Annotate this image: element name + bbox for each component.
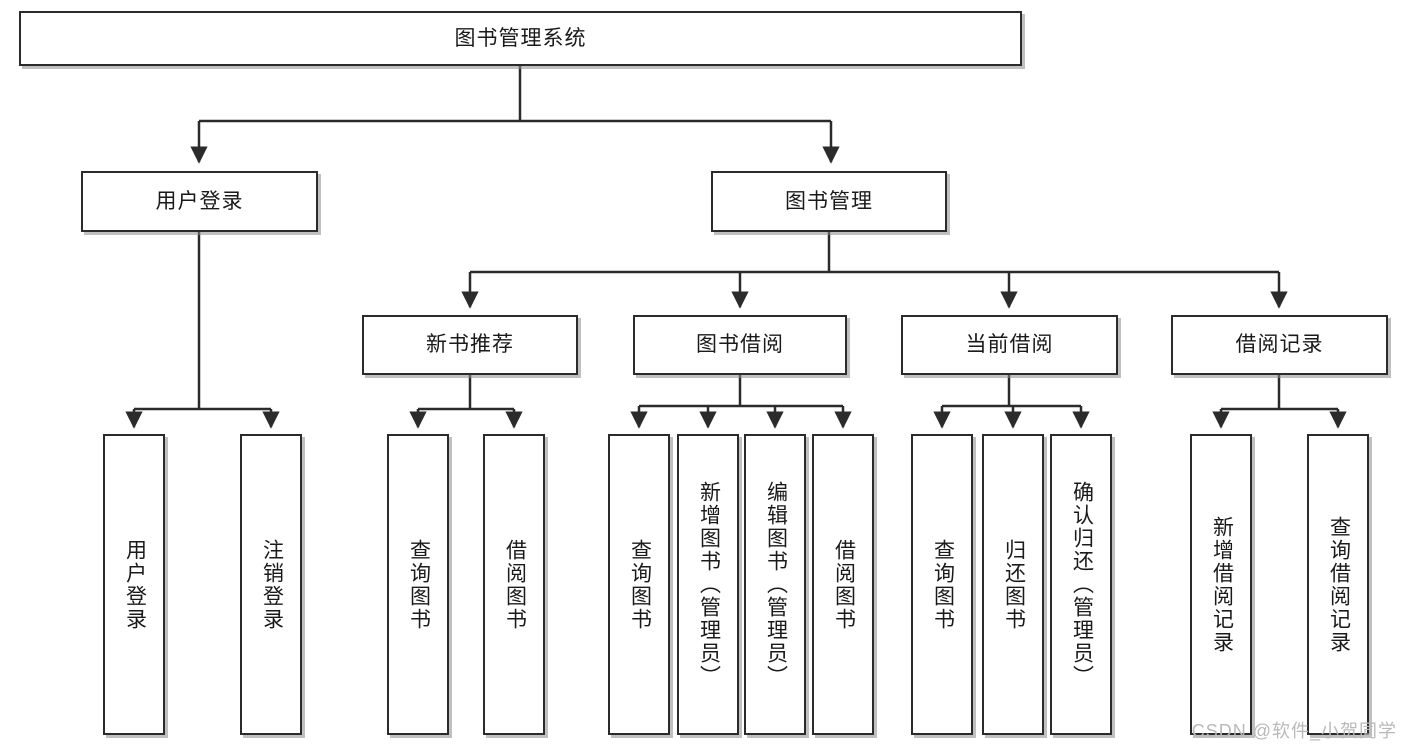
node-label: 用户登录 [123,538,147,631]
leaf-borrow-books[interactable]: 借阅图书 [812,434,874,735]
node-label: 图书管理 [785,189,873,213]
node-book-management[interactable]: 图书管理 [711,171,947,232]
node-label: 查询借阅记录 [1327,515,1351,654]
node-label: 查询图书 [628,538,652,631]
leaf-add-book-admin[interactable]: 新增图书（管理员） [677,434,739,735]
watermark-text: CSDN @软件_小贺同学 [1191,721,1397,741]
node-new-book-recommend[interactable]: 新书推荐 [362,315,578,375]
leaf-return-books[interactable]: 归还图书 [982,434,1044,735]
node-label: 用户登录 [155,189,244,213]
node-label: 编辑图书（管理员） [764,481,788,688]
leaf-edit-book-admin[interactable]: 编辑图书（管理员） [744,434,806,735]
node-label: 当前借阅 [965,333,1054,357]
node-label: 借阅记录 [1235,333,1324,357]
node-label: 查询图书 [407,538,431,631]
node-borrow-records[interactable]: 借阅记录 [1171,315,1388,375]
leaf-query-borrow-record[interactable]: 查询借阅记录 [1307,434,1369,735]
node-label: 借阅图书 [503,538,527,631]
leaf-borrow-books-recommend[interactable]: 借阅图书 [483,434,545,735]
leaf-add-borrow-record[interactable]: 新增借阅记录 [1190,434,1252,735]
node-book-borrow[interactable]: 图书借阅 [633,315,847,375]
node-label: 图书借阅 [696,333,784,357]
node-current-borrow[interactable]: 当前借阅 [901,315,1118,375]
node-label: 借阅图书 [832,538,856,631]
node-label: 归还图书 [1002,538,1026,631]
leaf-user-logout[interactable]: 注销登录 [240,434,302,735]
node-label: 图书管理系统 [454,26,587,50]
node-label: 新增图书（管理员） [697,481,721,688]
node-label: 注销登录 [260,538,284,631]
node-label: 新增借阅记录 [1210,515,1234,654]
node-user-login[interactable]: 用户登录 [81,171,318,232]
node-label: 查询图书 [931,538,955,631]
leaf-confirm-return-admin[interactable]: 确认归还（管理员） [1050,434,1112,735]
leaf-query-books-current[interactable]: 查询图书 [911,434,973,735]
node-root[interactable]: 图书管理系统 [19,11,1022,66]
leaf-query-books-recommend[interactable]: 查询图书 [387,434,449,735]
leaf-query-books-borrow[interactable]: 查询图书 [608,434,670,735]
node-label: 确认归还（管理员） [1070,481,1094,688]
node-label: 新书推荐 [426,333,514,357]
leaf-user-login[interactable]: 用户登录 [103,434,165,735]
